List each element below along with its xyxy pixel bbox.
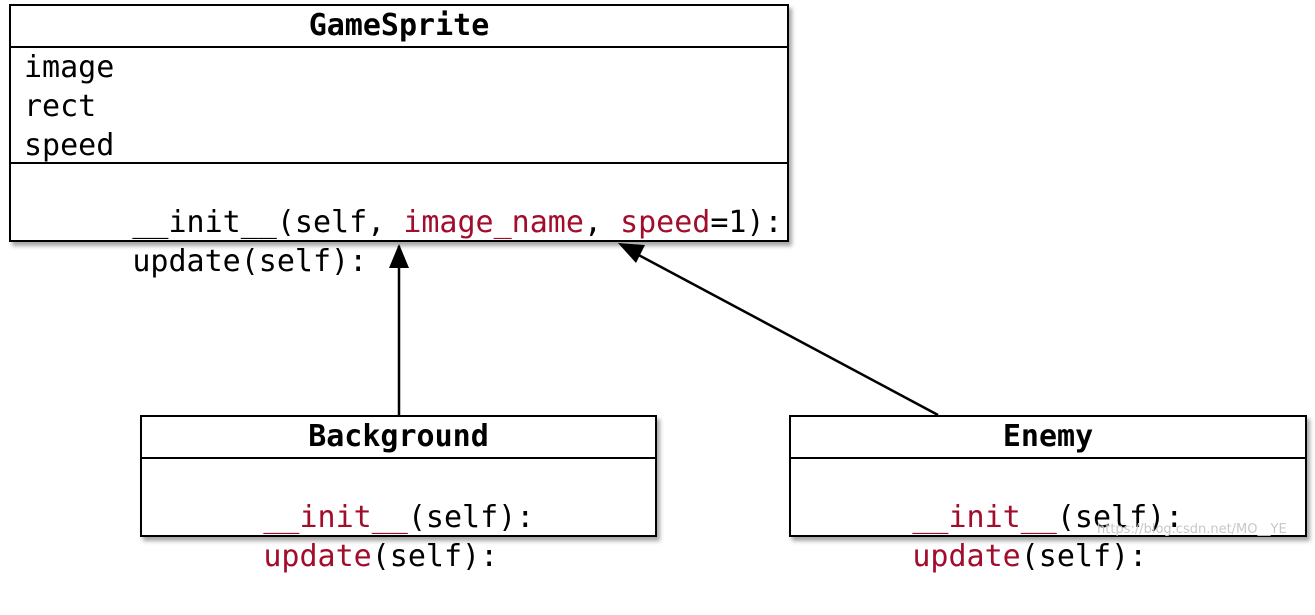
watermark-url: https://blog.csdn.net/MO__YE [1097,522,1287,537]
methods-section: __init__(self, image_name, speed=1): upd… [11,164,787,279]
attribute-image: image [24,50,115,85]
class-name: Background [142,417,655,459]
method-update: update(self): [24,203,787,279]
enemy-arrowhead [618,243,645,263]
enemy-inherits-arrow [632,250,939,417]
class-background: Background __init__(self): update(self): [140,415,657,574]
class-name: GameSprite [11,6,787,48]
methods-section: __init__(self): update(self): [142,459,655,574]
background-arrowhead [389,244,409,268]
method-init: __init__(self): [804,459,1305,535]
attribute-rect: rect [24,89,97,124]
method-part: __init__(self, [132,205,404,240]
method-part: =1): [710,205,783,240]
attribute-speed: speed [24,128,115,163]
method-init: __init__(self, image_name, speed=1): [24,164,787,240]
method-part: update(self): [132,244,368,279]
method-part: (self): [407,500,535,535]
method-name-highlight: __init__ [912,500,1057,535]
method-part: , [583,205,621,240]
method-part: (self): [1020,539,1148,574]
method-init: __init__(self): [155,459,655,535]
method-param-highlight: speed [620,205,711,240]
class-enemy: Enemy __init__(self): update(self): [789,415,1307,574]
method-param-highlight: image_name [403,205,584,240]
class-name: Enemy [791,417,1305,459]
class-gamesprite: GameSprite image rect speed __init__(sel… [9,4,789,279]
method-name-highlight: update [263,539,372,574]
method-name-highlight: update [912,539,1021,574]
attributes-section: image rect speed [11,48,787,164]
method-part: (self): [1056,500,1184,535]
method-part: (self): [371,539,499,574]
inheritance-arrows [389,243,939,417]
method-name-highlight: __init__ [263,500,408,535]
